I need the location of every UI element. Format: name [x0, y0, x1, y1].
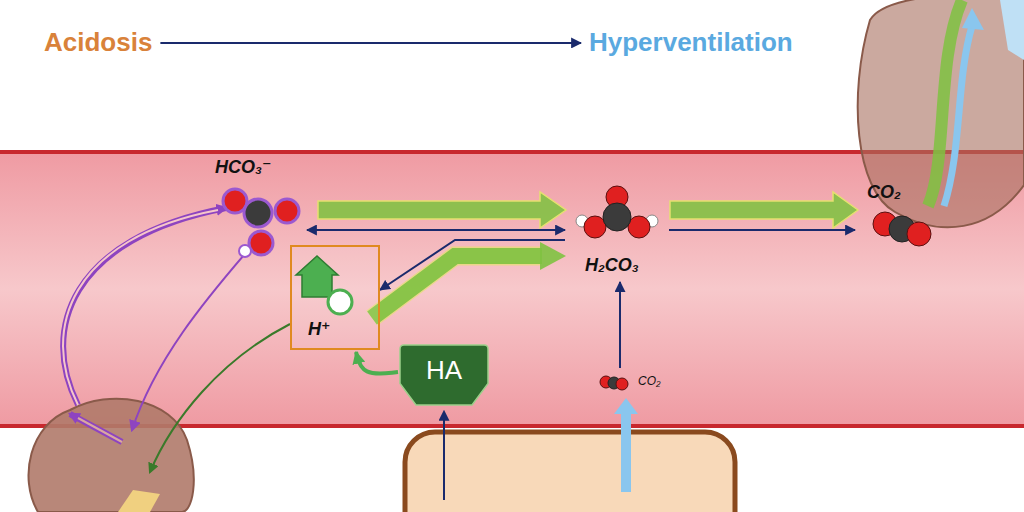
atom — [603, 203, 631, 231]
carbon-dioxide-molecule: CO₂ — [855, 182, 950, 250]
molecule — [576, 186, 658, 238]
molecule — [223, 189, 299, 257]
node-label: HA — [426, 356, 462, 386]
co2-release-head — [614, 398, 638, 414]
atom — [249, 231, 273, 255]
atom — [244, 199, 272, 227]
kidney — [28, 399, 193, 512]
node-label: H₂CO₃ — [585, 255, 639, 276]
node-shape — [292, 247, 378, 348]
increase-arrow — [296, 256, 338, 297]
buffer-flow-arrow — [318, 192, 566, 228]
node-label: Acidosis — [44, 28, 152, 58]
atom — [275, 199, 299, 223]
exhaled-co2-head — [962, 8, 984, 30]
atom — [907, 222, 931, 246]
proton-box: H⁺ — [290, 245, 380, 350]
buffer-flow-arrow — [372, 256, 542, 318]
connector-arrow — [307, 229, 565, 231]
node-label: CO₂ — [638, 375, 661, 389]
acid-shape — [400, 345, 488, 405]
connector-arrow — [380, 240, 565, 290]
carbon-dioxide-molecule: CO₂ — [596, 370, 686, 396]
ureter — [118, 490, 160, 512]
node-label: H⁺ — [308, 319, 331, 340]
heading-term: Hyperventilation — [585, 26, 797, 60]
carbonic-acid-molecule: H₂CO₃ — [565, 185, 665, 280]
co2-release — [621, 412, 631, 492]
proton-excretion — [150, 324, 290, 472]
exhaled-co2-flow — [944, 26, 972, 206]
connector-arrow — [160, 42, 581, 44]
molecule — [600, 376, 628, 390]
molecule — [873, 212, 931, 246]
atom — [616, 378, 628, 390]
buffer-flow-arrow — [670, 192, 858, 228]
trachea — [1000, 0, 1024, 60]
kidney-bicarbonate — [70, 414, 122, 442]
kidney-bicarbonate — [78, 418, 122, 442]
proton-atom — [328, 290, 352, 314]
heading-term: Acidosis — [40, 26, 156, 60]
acid-release — [443, 412, 445, 500]
node-label: HCO₃⁻ — [215, 157, 272, 178]
buffer-flow-arrow — [540, 242, 566, 270]
tissue-cell — [405, 432, 735, 512]
blood-vessel — [0, 151, 1024, 427]
connector-arrow — [669, 229, 855, 231]
node-label: Hyperventilation — [589, 28, 793, 58]
bicarbonate-molecule: HCO₃⁻ — [205, 155, 305, 257]
acid-tag: HA — [400, 345, 488, 407]
node-label: CO₂ — [867, 182, 901, 203]
lung — [858, 0, 1024, 227]
bicarbonate-reabsorption — [63, 210, 218, 405]
atom — [239, 245, 251, 257]
connector-arrow — [619, 282, 621, 368]
bicarbonate-to-kidney — [132, 248, 250, 430]
connector-arrow — [356, 352, 398, 374]
